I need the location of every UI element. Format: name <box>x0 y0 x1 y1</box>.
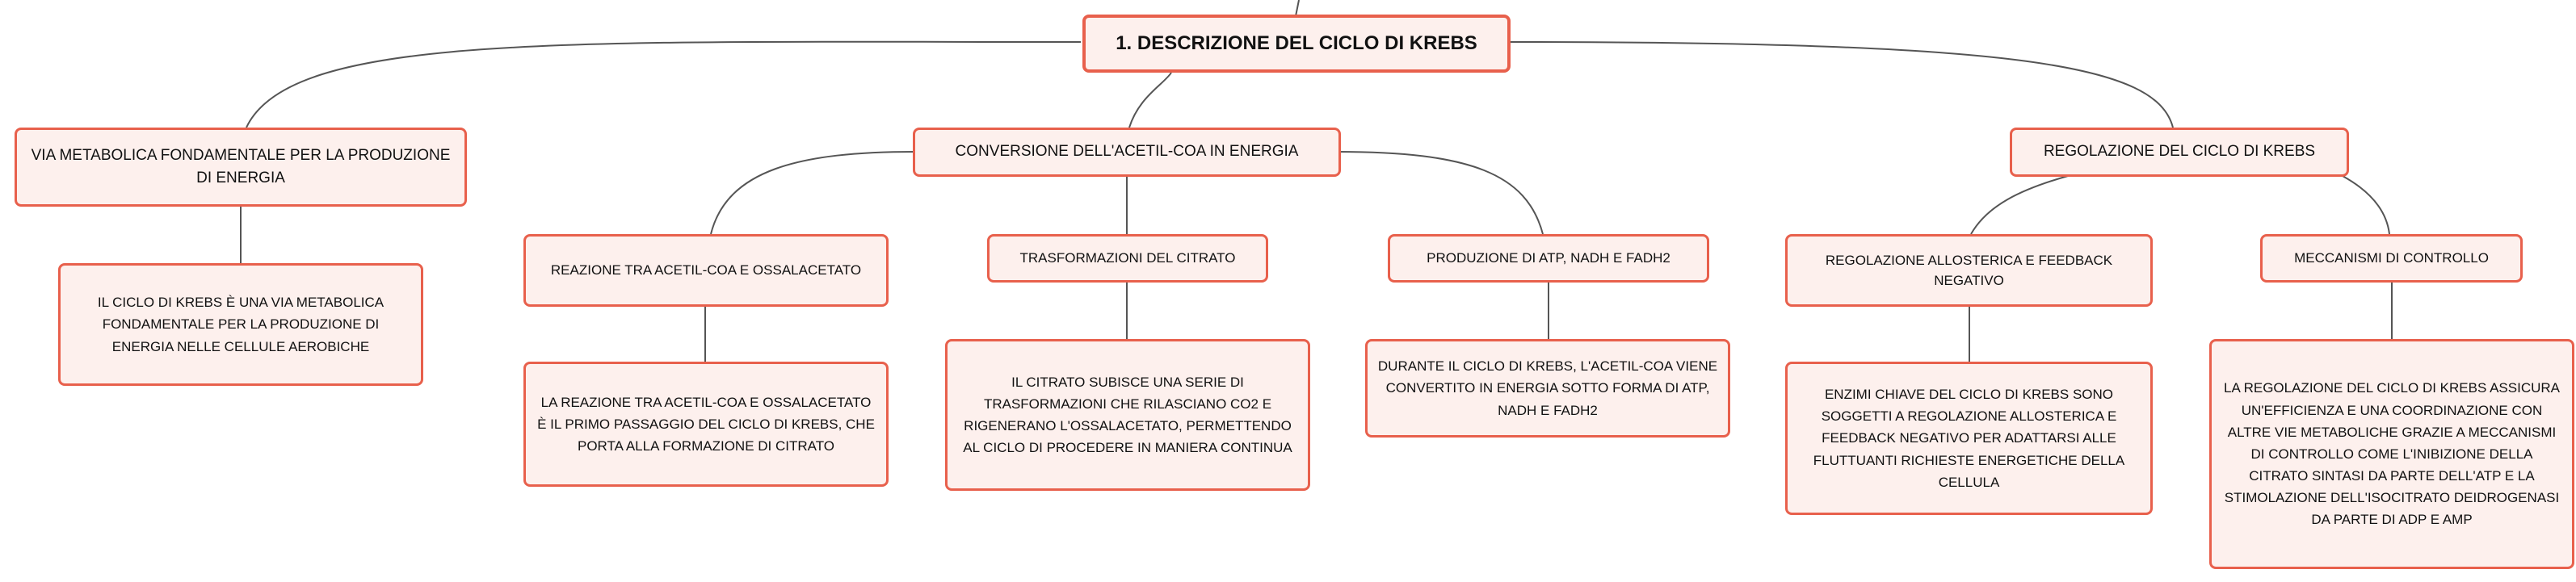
connector-root-regolazione <box>1506 41 2174 128</box>
node-regolazione[interactable]: REGOLAZIONE DEL CICLO DI KREBS <box>2010 128 2349 177</box>
node-meccanismi[interactable]: MECCANISMI DI CONTROLLO <box>2260 234 2523 283</box>
connector-root-via <box>246 40 1082 128</box>
connector-root-conversione <box>1128 72 1172 128</box>
node-allosterica[interactable]: REGOLAZIONE ALLOSTERICA E FEEDBACK NEGAT… <box>1785 234 2153 307</box>
node-produzione[interactable]: PRODUZIONE DI ATP, NADH E FADH2 <box>1388 234 1709 283</box>
connector-regolazione-allosterica <box>1970 175 2069 235</box>
connector-conversione-reazione <box>710 151 916 235</box>
detail-meccanismi[interactable]: LA REGOLAZIONE DEL CICLO DI KREBS ASSICU… <box>2209 339 2574 569</box>
detail-produzione[interactable]: DURANTE IL CICLO DI KREBS, L'ACETIL-COA … <box>1365 339 1730 438</box>
detail-reazione[interactable]: LA REAZIONE TRA ACETIL-COA E OSSALACETAT… <box>523 362 889 487</box>
connector-regolazione-meccanismi <box>2342 175 2390 235</box>
node-conversione[interactable]: CONVERSIONE DELL'ACETIL-COA IN ENERGIA <box>913 128 1341 177</box>
detail-via-metabolica[interactable]: IL CICLO DI KREBS È UNA VIA METABOLICA F… <box>58 263 423 386</box>
root-node[interactable]: 1. DESCRIZIONE DEL CICLO DI KREBS <box>1082 15 1511 73</box>
detail-trasformazioni[interactable]: IL CITRATO SUBISCE UNA SERIE DI TRASFORM… <box>945 339 1310 491</box>
node-via-metabolica[interactable]: VIA METABOLICA FONDAMENTALE PER LA PRODU… <box>15 128 467 207</box>
node-trasformazioni[interactable]: TRASFORMAZIONI DEL CITRATO <box>987 234 1268 283</box>
detail-allosterica[interactable]: ENZIMI CHIAVE DEL CICLO DI KREBS SONO SO… <box>1785 362 2153 515</box>
connector-conversione-produzione <box>1336 151 1544 235</box>
node-reazione[interactable]: REAZIONE TRA ACETIL-COA E OSSALACETATO <box>523 234 889 307</box>
connector-root-parent <box>1295 0 1300 17</box>
